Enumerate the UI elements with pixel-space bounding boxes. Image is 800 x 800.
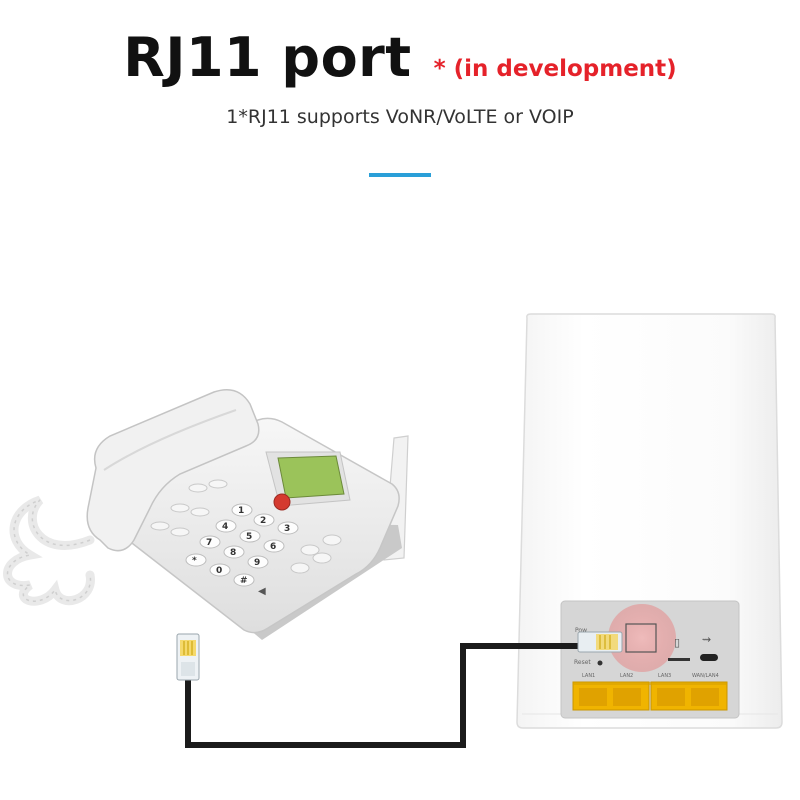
page-title: RJ11 port [123,26,412,89]
reset-pinhole[interactable] [597,660,603,666]
svg-text:8: 8 [230,548,236,558]
page-subtitle: 1*RJ11 supports VoNR/VoLTE or VOIP [226,106,574,128]
key-9[interactable]: 9 [247,555,269,569]
speaker-icon: ◀ [258,586,266,597]
router: Pow Reset ▯ ⇝ LAN1 LAN2 LAN3 WAN/LAN4 [516,313,783,729]
key-5[interactable]: 5 [239,529,261,543]
key-8[interactable]: 8 [223,545,245,559]
svg-text:3: 3 [284,524,290,534]
lan-port-group-1 [572,681,650,711]
key-1[interactable]: 1 [231,503,253,517]
development-tag: * (in development) [433,56,677,82]
svg-text:9: 9 [254,558,260,568]
phone-cord [3,495,95,606]
key-star[interactable]: * [185,553,207,567]
key-2[interactable]: 2 [253,513,275,527]
svg-text:1: 1 [238,506,244,516]
key-3[interactable]: 3 [277,521,299,535]
svg-text:4: 4 [222,522,228,532]
sim-icon: ▯ [674,636,680,649]
rj11-cable [185,643,582,748]
rj11-highlight [608,604,676,672]
key-hash[interactable]: # [233,573,255,587]
rj11-port[interactable] [625,623,657,653]
router-port-panel: Pow Reset ▯ ⇝ LAN1 LAN2 LAN3 WAN/LAN4 [560,600,740,719]
svg-text:#: # [240,576,248,586]
rj11-plug-router [577,631,623,653]
sim-slot[interactable] [668,658,690,661]
svg-text:0: 0 [216,566,222,576]
accent-divider [369,173,431,177]
phone-nav-keys [290,534,342,574]
desk-phone: 1 2 3 4 5 6 7 8 9 * 0 # ◀ [3,389,409,640]
phone-handset[interactable] [86,389,260,552]
wanlan4-label: WAN/LAN4 [692,673,719,679]
lan-port-group-2 [650,681,728,711]
key-4[interactable]: 4 [215,519,237,533]
lan3-label: LAN3 [658,673,671,679]
usb-c-port[interactable] [700,654,718,661]
svg-text:2: 2 [260,516,266,526]
reset-label: Reset [574,659,591,666]
power-label: Pow [575,627,587,634]
phone-function-keys [150,479,228,537]
wan-lan-port-4[interactable] [691,688,719,706]
svg-text:6: 6 [270,542,276,552]
key-7[interactable]: 7 [199,535,221,549]
phone-cord-coils [6,499,92,602]
svg-text:7: 7 [206,538,212,548]
title-row: RJ11 port * (in development) [0,10,800,90]
phone-end-call-button[interactable] [273,493,291,511]
phone-lcd [277,455,345,499]
lan1-label: LAN1 [582,673,595,679]
phone-keypad: 1 2 3 4 5 6 7 8 9 * 0 # [185,503,299,587]
key-6[interactable]: 6 [263,539,285,553]
usb-icon: ⇝ [702,633,711,646]
lan-port-1[interactable] [579,688,607,706]
lan2-label: LAN2 [620,673,633,679]
svg-text:5: 5 [246,532,252,542]
lan-port-3[interactable] [657,688,685,706]
key-0[interactable]: 0 [209,563,231,577]
rj11-plug-loose [176,633,200,681]
svg-text:*: * [192,556,197,566]
lan-port-2[interactable] [613,688,641,706]
